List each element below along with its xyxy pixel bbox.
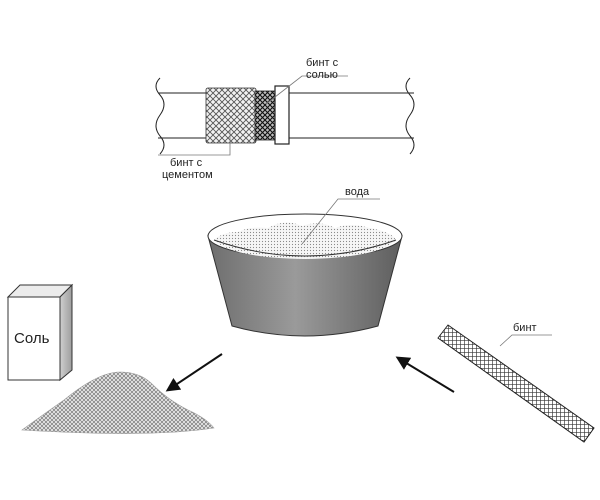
- bandage-with-cement-label-line2: цементом: [162, 169, 213, 181]
- bandage-with-cement-label-line1: бинт с: [170, 157, 203, 169]
- cement-pile: [21, 371, 215, 434]
- bandage-label: бинт: [513, 322, 537, 334]
- arrow-to-cement: [165, 353, 223, 392]
- bandage-leader: [499, 334, 552, 347]
- salt-bandage-wrap: [254, 90, 276, 141]
- cement-bandage-leader: [158, 130, 231, 156]
- arrow-to-bowl: [395, 356, 455, 393]
- bandage-with-salt-label-line1: бинт с: [306, 57, 339, 69]
- bowl: [207, 213, 403, 337]
- water-label: вода: [345, 186, 370, 198]
- cement-bandage-wrap: [205, 87, 257, 144]
- bandage-strip: [437, 324, 595, 443]
- salt-box-label: Соль: [14, 330, 50, 347]
- water-leader: [301, 198, 380, 245]
- pipe-coupling: [274, 85, 290, 145]
- salt-bandage-leader: [265, 75, 348, 105]
- salt-box: [6, 283, 74, 382]
- bandage-with-salt-label-line2: солью: [306, 69, 338, 81]
